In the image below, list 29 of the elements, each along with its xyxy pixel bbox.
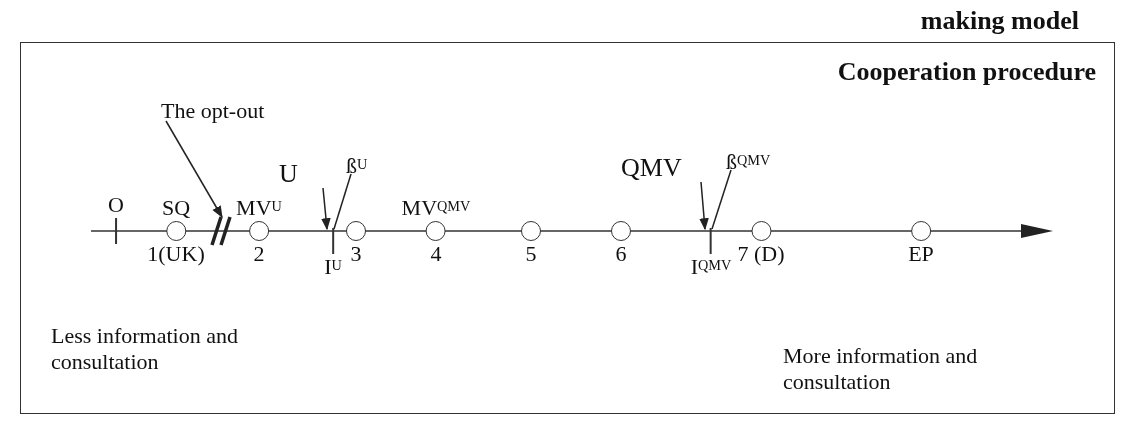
- point-label: I$^{QMV}$: [690, 254, 732, 280]
- point-label: 4: [430, 241, 442, 267]
- point-label: I$^{U}$: [324, 254, 342, 280]
- leader-line: [333, 173, 352, 230]
- point-label: 6: [615, 241, 627, 267]
- annotation-text: U: [279, 161, 298, 187]
- panel-heading: Cooperation procedure: [837, 57, 1096, 87]
- point-label: EP: [908, 241, 934, 267]
- point-label: MV$^{U}$: [236, 195, 282, 221]
- point-label: O: [108, 192, 124, 218]
- point-label: 5: [525, 241, 537, 267]
- annotation-text: ß$^{QMV}$: [726, 149, 771, 175]
- point-label: 7 (D): [737, 241, 785, 267]
- point-label: 2: [253, 241, 265, 267]
- point-label: SQ: [161, 195, 191, 221]
- axis-end-note: Less information and consultation: [51, 323, 239, 375]
- point-label: 3: [350, 241, 362, 267]
- leader-line: [711, 169, 732, 230]
- arrow: [699, 181, 709, 231]
- point-label: MV$^{QMV}$: [401, 195, 471, 221]
- point-label: 1(UK): [147, 241, 205, 267]
- axis-end-note: More information and consultation: [783, 343, 979, 395]
- figure-title: making model: [920, 6, 1079, 36]
- arrow: [321, 187, 331, 231]
- arrow: [165, 120, 223, 219]
- annotation-text: ß$^{U}$: [346, 153, 368, 179]
- annotation-text: The opt-out: [161, 98, 265, 124]
- annotation-text: QMV: [621, 155, 682, 181]
- frame-panel: [20, 42, 1115, 414]
